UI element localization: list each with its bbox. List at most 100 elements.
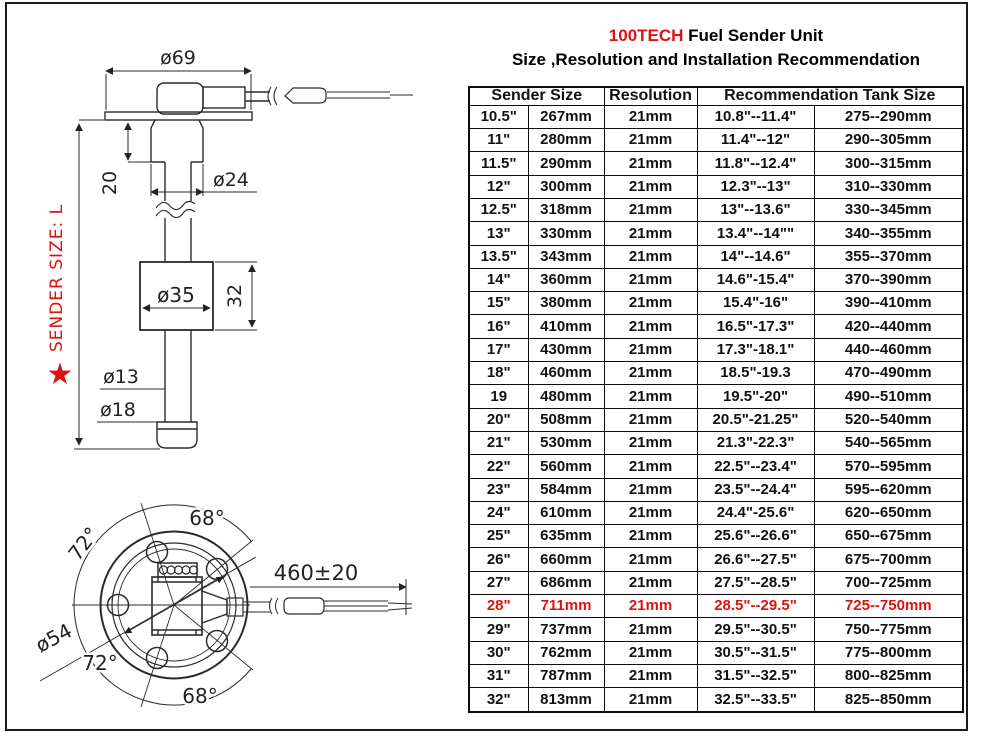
- table-cell: 10.5": [468, 104, 529, 130]
- angle-top-left-label: 72°: [63, 522, 104, 565]
- table-cell: 800--825mm: [813, 663, 964, 689]
- table-cell: 31.5"--32.5": [696, 663, 815, 689]
- table-cell: 12": [468, 174, 529, 199]
- table-cell: 21mm: [603, 547, 698, 572]
- spec-table: Sender Size Resolution Recommendation Ta…: [468, 86, 965, 713]
- table-cell: 21.3"-22.3": [696, 430, 815, 456]
- table-cell: 10.8"--11.4": [696, 104, 815, 130]
- table-cell: 540--565mm: [813, 430, 964, 456]
- table-cell: 12.3"--13": [696, 174, 815, 199]
- table-cell: 21mm: [603, 594, 698, 619]
- title-line1: 100TECH Fuel Sender Unit: [468, 24, 964, 48]
- rod-dia-label: ø13: [103, 366, 139, 388]
- table-cell: 25.6"--26.6": [696, 524, 815, 549]
- table-cell: 267mm: [527, 104, 605, 130]
- table-cell: 725--750mm: [813, 594, 964, 619]
- table-cell: 14.6"-15.4": [696, 267, 815, 293]
- table-cell: 24": [468, 500, 529, 526]
- table-cell: 13.4"--14"": [696, 221, 815, 246]
- table-cell: 813mm: [527, 687, 605, 713]
- title-line2: Size ,Resolution and Installation Recomm…: [511, 50, 921, 69]
- table-cell: 30": [468, 640, 529, 665]
- table-cell: 29": [468, 617, 529, 642]
- table-cell: 700--725mm: [813, 570, 964, 596]
- table-cell: 520--540mm: [813, 407, 964, 432]
- table-cell: 13": [468, 221, 529, 246]
- table-cell: 28": [468, 594, 529, 619]
- table-cell: 21mm: [603, 407, 698, 432]
- table-cell: 21mm: [603, 617, 698, 642]
- table-cell: 28.5"--29.5": [696, 594, 815, 619]
- flange-dia-label: ø69: [160, 47, 196, 69]
- table-cell: 31": [468, 663, 529, 689]
- table-cell: 11.5": [468, 151, 529, 176]
- neck-dia-label: ø24: [213, 169, 249, 191]
- table-cell: 16": [468, 314, 529, 339]
- table-cell: 29.5"--30.5": [696, 617, 815, 642]
- float-dia-label: ø35: [157, 283, 195, 307]
- table-cell: 686mm: [527, 570, 605, 596]
- top-view: [39, 502, 413, 708]
- table-cell: 620--650mm: [813, 500, 964, 526]
- brand-name: 100TECH: [608, 26, 684, 45]
- table-cell: 21mm: [603, 640, 698, 665]
- angle-top-label: 68°: [189, 506, 224, 530]
- table-cell: 340--355mm: [813, 221, 964, 246]
- table-cell: 21mm: [603, 104, 698, 130]
- table-cell: 584mm: [527, 477, 605, 502]
- table-cell: 430mm: [527, 337, 605, 363]
- table-cell: 21mm: [603, 197, 698, 223]
- table-cell: 21mm: [603, 384, 698, 409]
- table-cell: 508mm: [527, 407, 605, 432]
- table-cell: 380mm: [527, 291, 605, 316]
- table-cell: 26": [468, 547, 529, 572]
- table-cell: 21mm: [603, 244, 698, 269]
- angle-bottom-label: 68°: [182, 684, 217, 708]
- table-cell: 300mm: [527, 174, 605, 199]
- table-cell: 16.5"-17.3": [696, 314, 815, 339]
- table-cell: 21mm: [603, 361, 698, 386]
- table-cell: 490--510mm: [813, 384, 964, 409]
- page-title: 100TECH Fuel Sender Unit Size ,Resolutio…: [468, 24, 964, 72]
- table-cell: 19: [468, 384, 529, 409]
- table-cell: 343mm: [527, 244, 605, 269]
- table-cell: 21mm: [603, 174, 698, 199]
- table-cell: 27.5"--28.5": [696, 570, 815, 596]
- table-cell: 21mm: [603, 663, 698, 689]
- table-cell: 310--330mm: [813, 174, 964, 199]
- table-cell: 675--700mm: [813, 547, 964, 572]
- table-cell: 11": [468, 128, 529, 153]
- table-cell: 787mm: [527, 663, 605, 689]
- table-cell: 13"--13.6": [696, 197, 815, 223]
- table-cell: 23": [468, 477, 529, 502]
- table-cell: 825--850mm: [813, 687, 964, 713]
- table-cell: 25": [468, 524, 529, 549]
- table-cell: 330--345mm: [813, 197, 964, 223]
- table-cell: 300--315mm: [813, 151, 964, 176]
- table-cell: 21mm: [603, 151, 698, 176]
- table-cell: 32.5"--33.5": [696, 687, 815, 713]
- side-view: [74, 67, 413, 450]
- table-cell: 460mm: [527, 361, 605, 386]
- table-cell: 750--775mm: [813, 617, 964, 642]
- angle-bottom-left-label: 72°: [82, 651, 117, 675]
- table-cell: 22": [468, 454, 529, 479]
- table-cell: 15": [468, 291, 529, 316]
- header-sender-size: Sender Size: [468, 86, 605, 106]
- table-cell: 711mm: [527, 594, 605, 619]
